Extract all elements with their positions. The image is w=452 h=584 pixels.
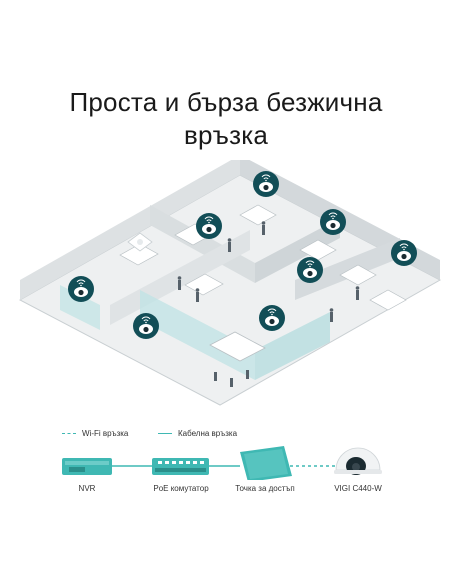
conference-table	[209, 331, 266, 362]
office-desks	[119, 204, 407, 311]
legend-cable-label: Кабелна връзка	[178, 429, 238, 438]
device-label-access-point: Точка за достъп	[235, 484, 295, 493]
legend-wifi: Wi-Fi връзка	[62, 429, 128, 438]
dome-camera-icon	[195, 212, 223, 240]
legend-wifi-line	[62, 433, 76, 434]
dome-camera-icon	[296, 256, 324, 284]
page-title-line-1: Проста и бърза безжична	[69, 87, 383, 117]
ceiling-access-point-icon	[127, 232, 153, 252]
access-point-icon	[240, 446, 292, 480]
glass-partition-3	[60, 285, 100, 330]
legend-cable: Кабелна връзка	[158, 429, 237, 438]
nvr-icon	[62, 458, 112, 475]
interior-wall-1	[150, 205, 255, 283]
device-label-camera: VIGI C440-W	[334, 484, 382, 493]
dome-camera-device-icon	[334, 447, 382, 475]
people	[177, 221, 360, 387]
page-title-line-2: връзка	[183, 120, 269, 150]
interior-wall-4	[295, 238, 400, 300]
legend-wifi-label: Wi-Fi връзка	[82, 429, 129, 438]
device-label-poe-switch: PoE комутатор	[153, 484, 209, 493]
device-label-nvr: NVR	[78, 484, 96, 493]
dome-camera-icon	[67, 275, 95, 303]
back-wall-left	[20, 160, 240, 300]
dome-camera-icon	[390, 239, 418, 267]
dome-camera-icon	[258, 304, 286, 332]
glass-partition-1	[140, 290, 255, 380]
office-floorplan-illustration	[18, 160, 442, 406]
page-title: Проста и бърза безжична връзка	[0, 86, 452, 152]
legend-cable-line	[158, 433, 172, 434]
glass-partition-2	[255, 312, 330, 380]
poe-switch-icon	[152, 458, 209, 475]
dome-camera-icon	[132, 312, 160, 340]
device-chain	[62, 446, 382, 480]
dome-camera-icon	[319, 208, 347, 236]
dome-camera-icon	[252, 170, 280, 198]
interior-wall-2	[255, 218, 340, 283]
